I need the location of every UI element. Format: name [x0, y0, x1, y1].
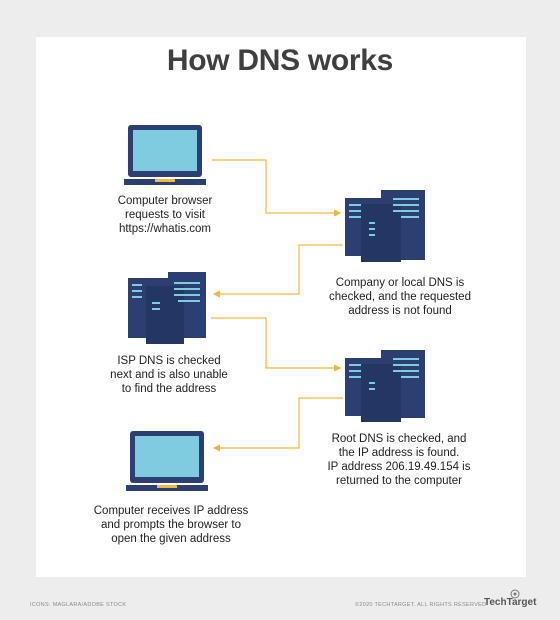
local-dns-server-icon: [345, 190, 425, 262]
diagram-title: How DNS works: [166, 44, 394, 77]
connector-root-dns-to-laptop: [212, 397, 343, 452]
step-caption-computer-receives-ip: Computer receives IP address and prompts…: [93, 505, 249, 545]
connector-laptop-to-local-dns: [212, 159, 342, 217]
techtarget-logo-icon: [510, 589, 520, 599]
step-caption-isp-dns: ISP DNS is checked next and is also unab…: [110, 355, 228, 395]
root-dns-server-icon: [345, 350, 425, 422]
step-caption-browser-request: Computer browser requests to visit https…: [117, 195, 213, 235]
diagram-card: [36, 37, 526, 577]
step-caption-local-dns: Company or local DNS is checked, and the…: [329, 277, 471, 317]
laptop-icon: [124, 125, 206, 185]
laptop-icon: [126, 431, 208, 491]
copyright-notice: ©2020 TECHTARGET. ALL RIGHTS RESERVED: [355, 602, 487, 608]
brand-name: TechTarget: [484, 597, 537, 608]
connector-isp-dns-to-root-dns: [211, 317, 342, 372]
connector-local-dns-to-isp-dns: [212, 244, 343, 298]
step-caption-root-dns: Root DNS is checked, and the IP address …: [327, 433, 471, 487]
icon-credit: ICONS: MAGLARA/ADOBE STOCK: [30, 602, 127, 608]
isp-dns-server-icon: [128, 272, 206, 344]
